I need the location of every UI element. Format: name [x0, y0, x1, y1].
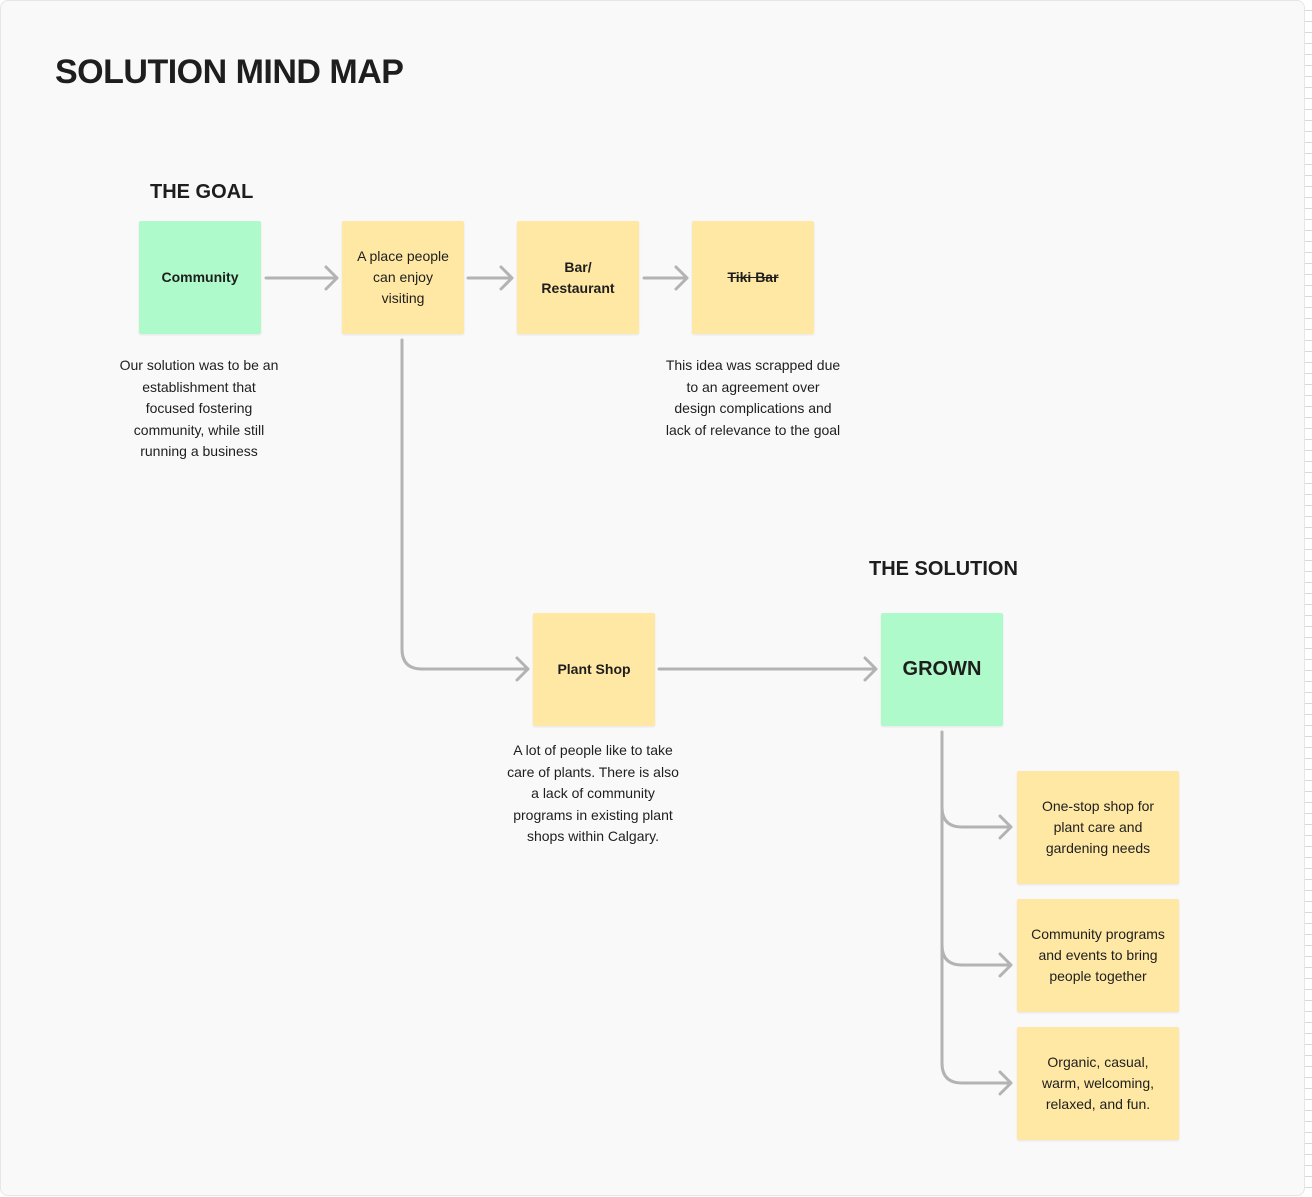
- note-tiki-bar[interactable]: Tiki Bar: [692, 221, 814, 334]
- plant-shop-caption: A lot of people like to take care of pla…: [507, 742, 679, 844]
- note-grown[interactable]: GROWN: [881, 613, 1003, 726]
- goal-heading: THE GOAL: [150, 181, 254, 203]
- tiki-bar-caption: This idea was scrapped due to an agreeme…: [665, 357, 841, 438]
- note-feature-community-programs[interactable]: Community programs and events to bring p…: [1017, 899, 1179, 1012]
- note-plant-shop[interactable]: Plant Shop: [533, 613, 655, 726]
- page-title: SOLUTION MIND MAP: [55, 53, 404, 91]
- connector-grown-to-feature-3: [940, 943, 1013, 1096]
- connector-grown-to-feature-1: [940, 730, 1013, 840]
- connector-grown-to-feature-2: [940, 805, 1013, 978]
- connector-bar-to-tiki: [642, 265, 689, 291]
- note-community[interactable]: Community: [139, 221, 261, 334]
- solution-heading: THE SOLUTION: [869, 558, 1018, 580]
- note-bar-restaurant[interactable]: Bar/ Restaurant: [517, 221, 639, 334]
- note-feature-atmosphere[interactable]: Organic, casual, warm, welcoming, relaxe…: [1017, 1027, 1179, 1140]
- note-place-to-visit[interactable]: A place people can enjoy visiting: [342, 221, 464, 334]
- canvas-edge: [1305, 0, 1312, 1196]
- community-caption: Our solution was to be an establishment …: [119, 357, 279, 459]
- connector-place-to-plantshop: [400, 338, 530, 682]
- connector-community-to-place: [264, 265, 339, 291]
- connector-place-to-bar: [466, 265, 514, 291]
- connector-plantshop-to-grown: [657, 656, 878, 682]
- note-feature-one-stop-shop[interactable]: One-stop shop for plant care and gardeni…: [1017, 771, 1179, 884]
